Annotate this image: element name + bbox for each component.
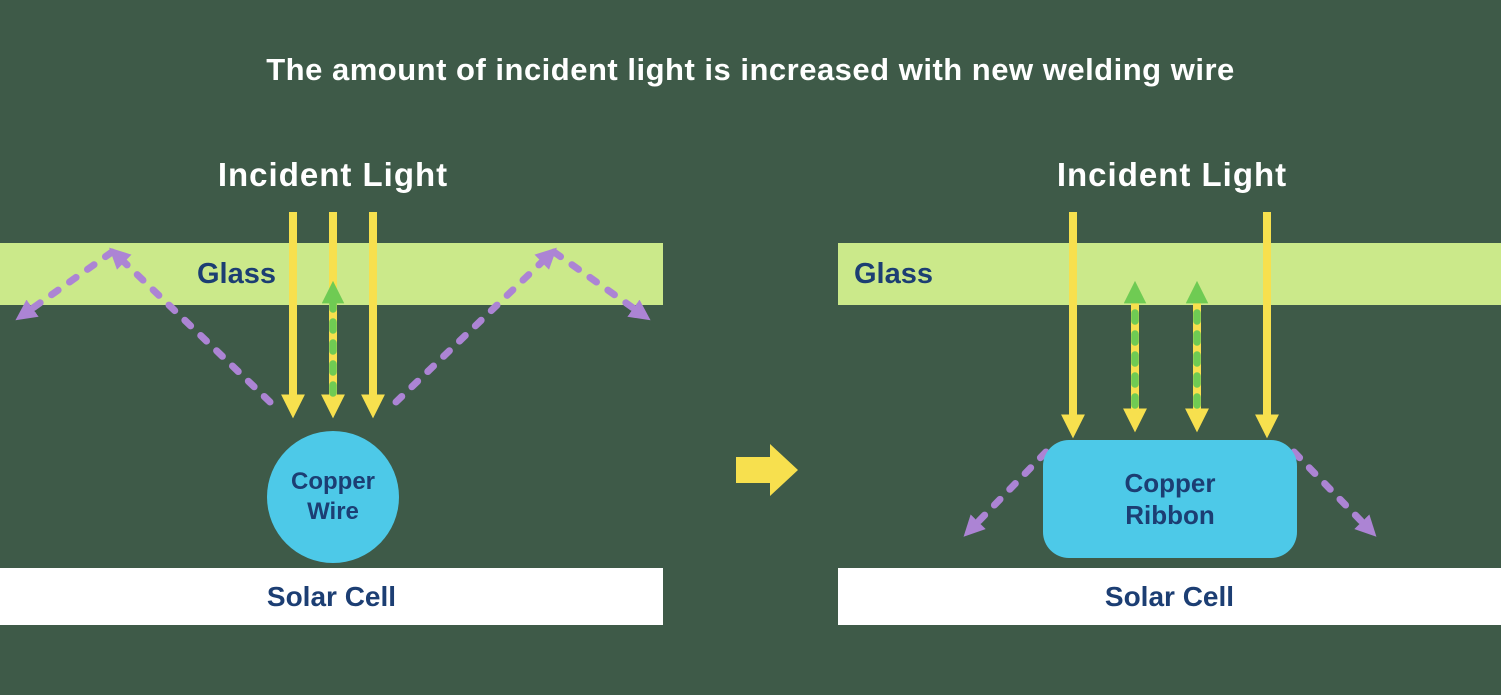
- scattered-light-arrow: [963, 448, 1050, 537]
- incident-light-label-left: Incident Light: [217, 156, 449, 193]
- glass-label-left: Glass: [197, 258, 276, 290]
- reflected-arrows-right: [1123, 280, 1209, 409]
- diagram-title: The amount of incident light is increase…: [266, 52, 1235, 87]
- incident-light-label-right: Incident Light: [1056, 156, 1288, 193]
- glass-band-left: [0, 243, 663, 305]
- copper-ribbon-label: Copper Ribbon: [1124, 467, 1216, 531]
- glass-band-right: [838, 243, 1501, 305]
- solar-cell-label-left: Solar Cell: [266, 580, 397, 612]
- solar-cell-left: Solar Cell: [0, 568, 663, 625]
- transition-right-arrow-icon: [736, 444, 798, 496]
- solar-cell-label-right: Solar Cell: [1104, 580, 1235, 612]
- scattered-light-arrow: [1290, 448, 1377, 537]
- copper-wire-shape: Copper Wire: [267, 431, 399, 563]
- glass-label-right: Glass: [854, 258, 933, 290]
- incident-arrows-left: [281, 212, 385, 419]
- copper-wire-label: Copper Wire: [291, 468, 375, 525]
- solar-cell-right: Solar Cell: [838, 568, 1501, 625]
- copper-ribbon-shape: Copper Ribbon: [1043, 440, 1297, 558]
